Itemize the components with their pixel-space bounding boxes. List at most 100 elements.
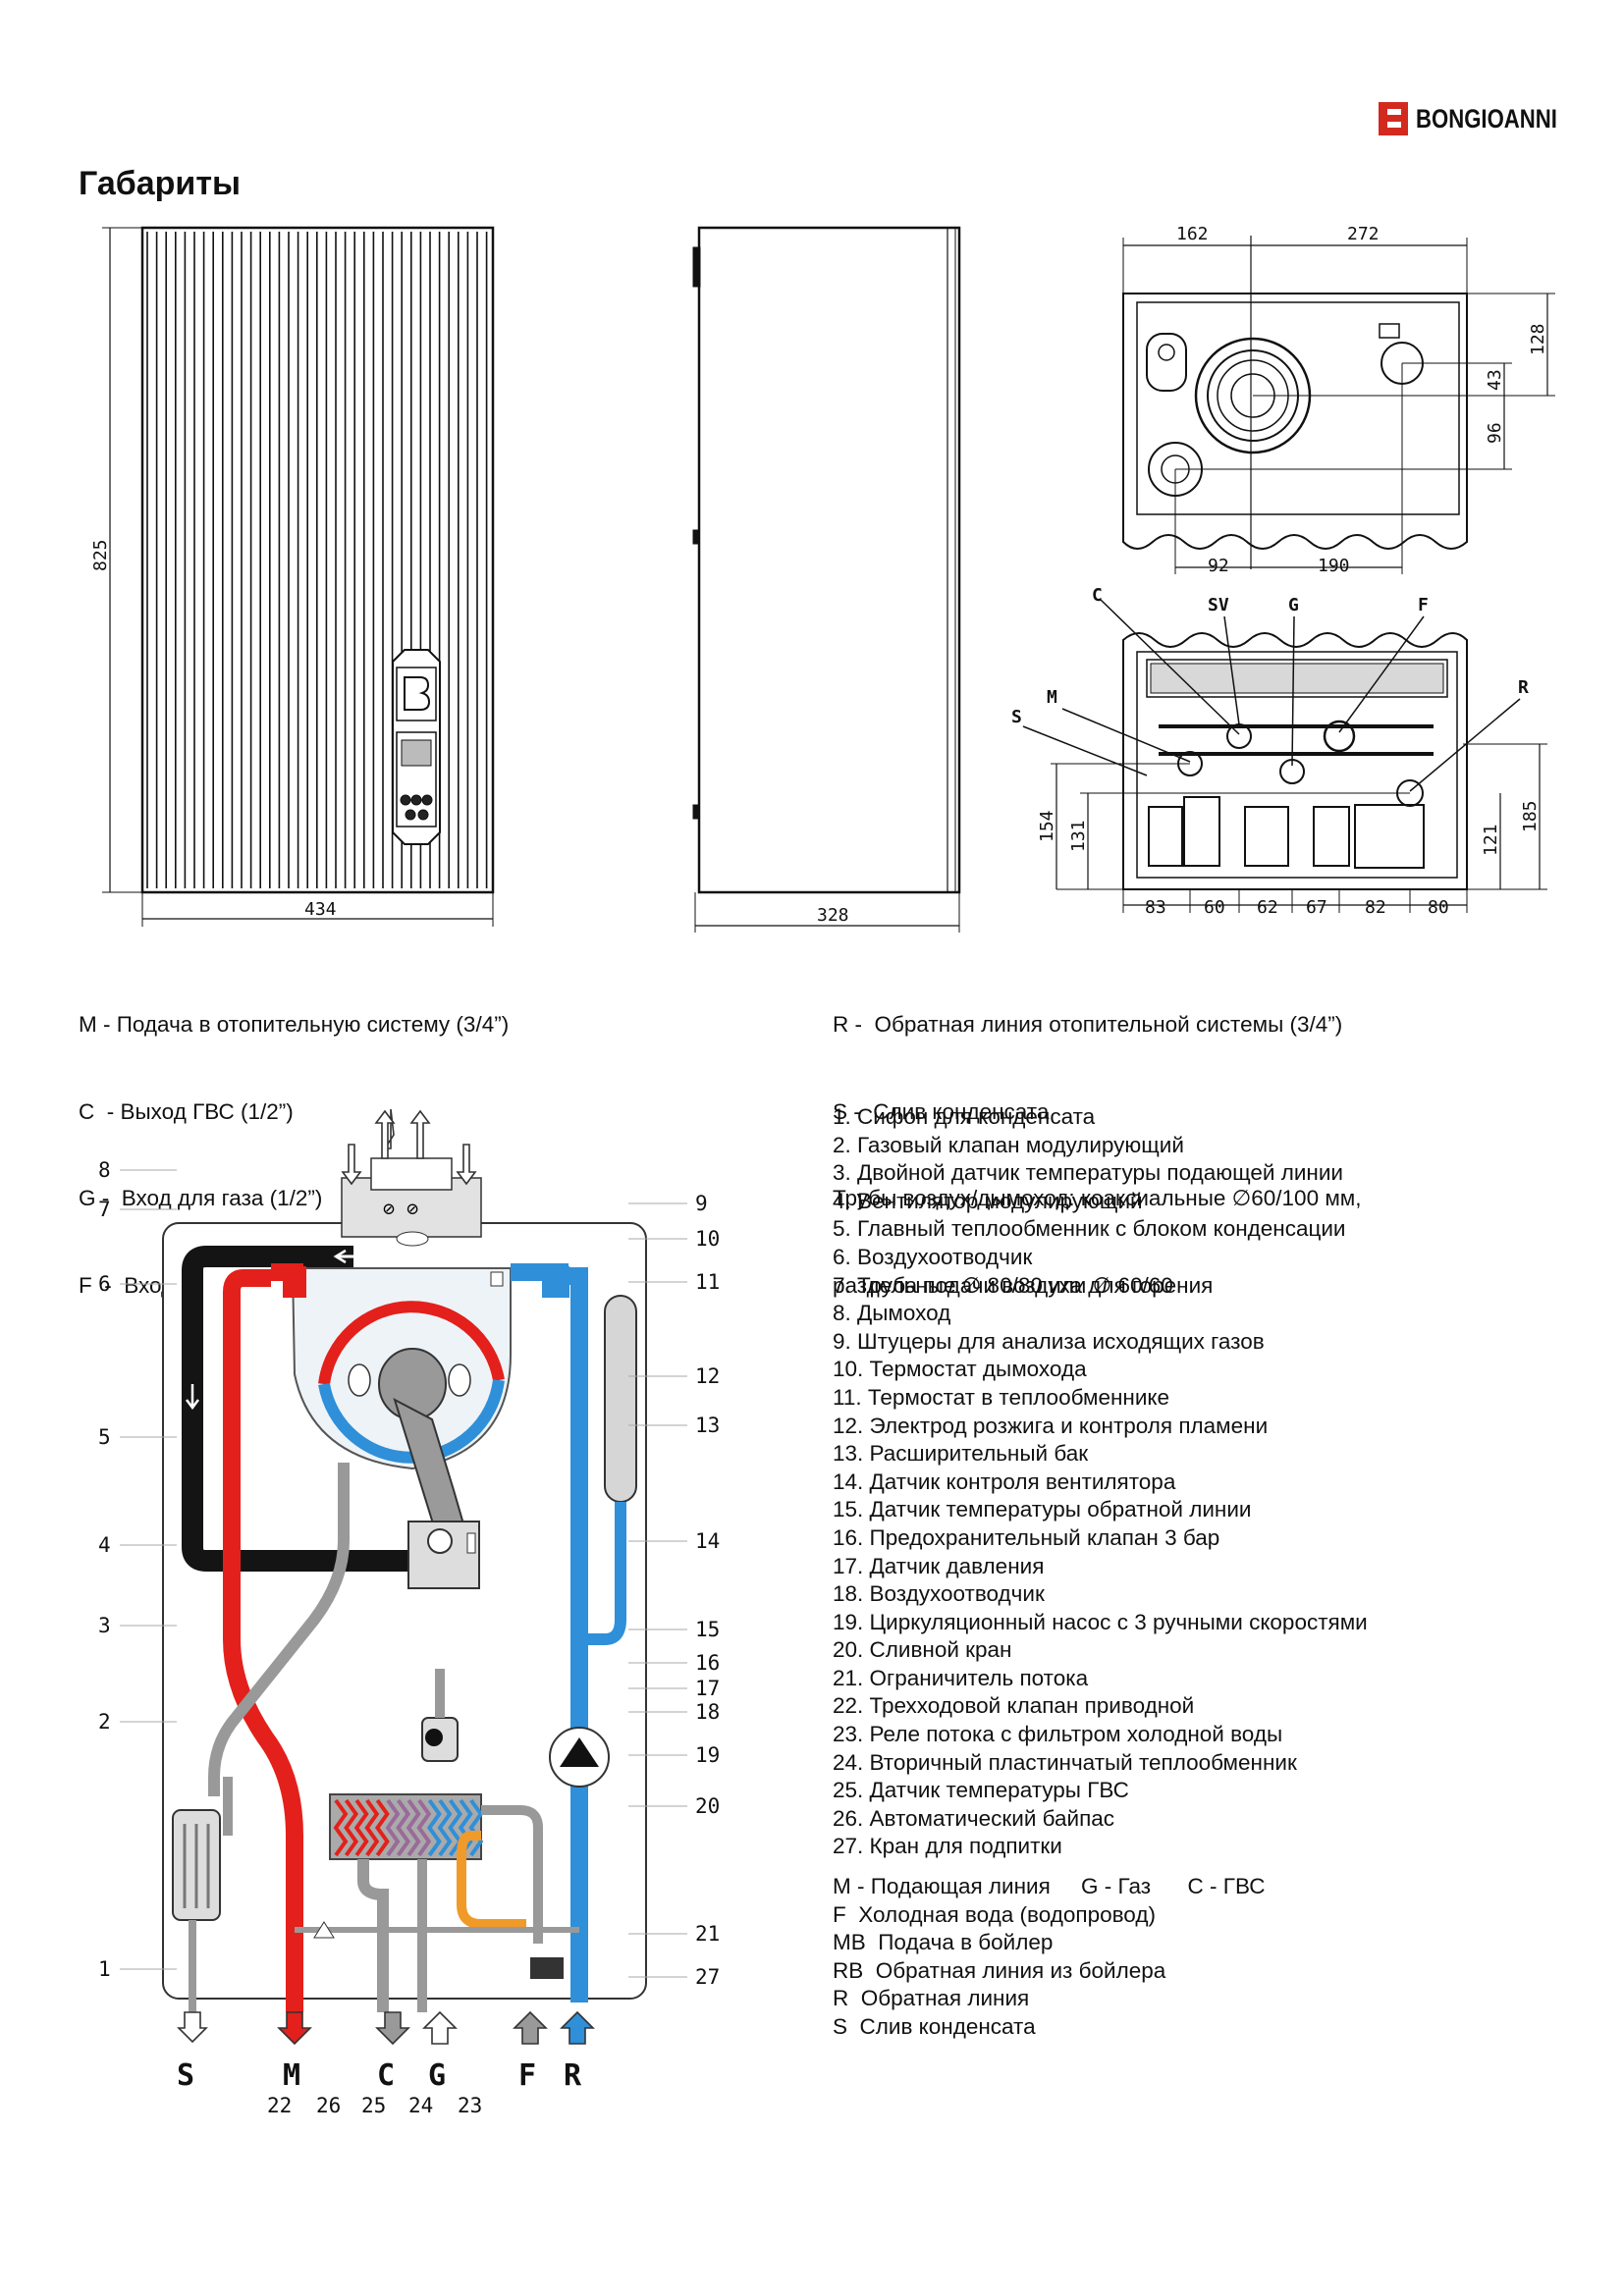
callout-number: 21 (695, 1922, 720, 1946)
lines-legend-item: MB Подача в бойлер (833, 1930, 1054, 1955)
dim-272: 272 (1347, 224, 1380, 244)
outlet-label: F (518, 2058, 536, 2093)
lines-legend-item: R Обратная линия (833, 1986, 1030, 2011)
callout-number: 27 (695, 1965, 720, 1989)
dim-spacing-4: 67 (1306, 897, 1327, 918)
conn-label-c: C (1092, 585, 1103, 606)
callout-number: 16 (695, 1651, 720, 1675)
dim-185: 185 (1520, 800, 1541, 832)
plate (353, 1798, 369, 1857)
dim-131: 131 (1068, 820, 1089, 852)
control-panel (392, 649, 441, 845)
hydraulic-diagram: ⊘ ⊘ (98, 1108, 720, 2117)
brand-name: BONGIOANNI (1416, 103, 1557, 133)
callout-number: 8 (98, 1158, 111, 1182)
part-item: 27. Кран для подпитки (833, 1834, 1062, 1859)
part-item: 19. Циркуляционный насос с 3 ручными ско… (833, 1609, 1368, 1634)
plate (396, 1798, 411, 1857)
part-item: 26. Автоматический байпас (833, 1805, 1115, 1831)
plate (437, 1798, 453, 1857)
dim-121: 121 (1481, 824, 1501, 856)
outlet-arrows (177, 2010, 595, 2046)
plate (374, 1798, 390, 1857)
callout-number: 10 (695, 1227, 720, 1251)
brand-logo: BONGIOANNI (1379, 102, 1589, 135)
side-view (692, 226, 961, 933)
part-item: 8. Дымоход (833, 1301, 951, 1326)
lines-legend-item: F Холодная вода (водопровод) (833, 1901, 1156, 1927)
part-item: 10. Термостат дымохода (833, 1357, 1087, 1382)
callout-number: 20 (695, 1794, 720, 1818)
part-item: 2. Газовый клапан модулирующий (833, 1132, 1184, 1157)
conn-label-sv: SV (1208, 595, 1229, 615)
conn-label-g: G (1288, 595, 1299, 615)
callout-number: 9 (695, 1192, 708, 1215)
dim-spacing-1: 83 (1145, 897, 1166, 918)
dim-depth: 328 (817, 905, 849, 926)
outlet-label: S (177, 2058, 194, 2093)
callout-number: 2 (98, 1710, 111, 1734)
part-item: 12. Электрод розжига и контроля пламени (833, 1413, 1269, 1438)
legend-line: G - Вход для газа (1/2”) (79, 1186, 323, 1210)
callout-number: 15 (695, 1618, 720, 1641)
plate (468, 1798, 484, 1857)
dim-43: 43 (1485, 369, 1505, 391)
callout-number: 19 (695, 1743, 720, 1767)
callout-number: 14 (695, 1529, 720, 1553)
callout-number: 7 (98, 1198, 111, 1221)
plate (333, 1798, 349, 1857)
parts-list: 1. Сифон для конденсата 2. Газовый клапан… (833, 1103, 1368, 1861)
callout-number: 17 (695, 1677, 720, 1700)
legend-line: S - Слив конденсата (833, 1098, 1050, 1124)
outlet-label: R (564, 2058, 582, 2093)
part-item: 16. Предохранительный клапан 3 бар (833, 1524, 1220, 1550)
legend-line: C - Выход ГВС (1/2”) (79, 1098, 294, 1124)
legend-line: R - Обратная линия отопительной системы … (833, 1012, 1343, 1037)
legend-line: раздельные ∅ 80/80 или ∅ 60/60 (833, 1272, 1173, 1298)
page-title: Габариты (79, 165, 242, 202)
dim-162: 162 (1176, 224, 1209, 244)
callout-number: 25 (361, 2094, 386, 2117)
part-item: 22. Трехходовой клапан приводной (833, 1693, 1195, 1719)
callout-number: 23 (458, 2094, 482, 2117)
logo-mark-icon (1379, 102, 1408, 135)
callout-number: 1 (98, 1957, 111, 1981)
conn-label-r: R (1518, 677, 1529, 698)
dim-spacing-2: 60 (1204, 897, 1225, 918)
part-item: 14. Датчик контроля вентилятора (833, 1468, 1176, 1494)
legend-line: M - Подача в отопительную систему (3/4”) (79, 1012, 510, 1037)
callout-number: 26 (316, 2094, 341, 2117)
svg-text:⊘ ⊘: ⊘ ⊘ (383, 1197, 418, 1220)
part-item: 15. Датчик температуры обратной линии (833, 1497, 1252, 1522)
plate (344, 1798, 359, 1857)
dim-width: 434 (304, 899, 337, 920)
part-item: 9. Штуцеры для анализа исходящих газов (833, 1328, 1265, 1354)
front-view (102, 226, 495, 927)
part-item: 1. Сифон для конденсата (833, 1104, 1096, 1129)
conn-label-m: M (1047, 687, 1057, 708)
part-item: 21. Ограничитель потока (833, 1665, 1089, 1690)
callout-number: 22 (267, 2094, 292, 2117)
callout-number: 24 (408, 2094, 433, 2117)
part-item: 18. Воздухоотводчик (833, 1581, 1045, 1607)
lines-legend-item: M - Подающая линия G - Газ C - ГВС (833, 1874, 1266, 1898)
dim-spacing-3: 62 (1257, 897, 1278, 918)
part-item: 3. Двойной датчик температуры подающей л… (833, 1160, 1343, 1186)
callout-number: 4 (98, 1533, 111, 1557)
lines-legend-item: RB Обратная линия из бойлера (833, 1957, 1166, 1983)
callout-number: 3 (98, 1614, 111, 1637)
part-item: 25. Датчик температуры ГВС (833, 1778, 1129, 1803)
lines-legend: M - Подающая линия G - Газ C - ГВС F Хол… (833, 1873, 1265, 2042)
plate (385, 1798, 401, 1857)
part-item: 20. Сливной кран (833, 1637, 1012, 1663)
connections-legend-right: R - Обратная линия отопительной системы … (833, 952, 1362, 1329)
dim-96: 96 (1485, 422, 1505, 444)
legend-line: Трубы воздух/дымоход: коаксиальные ∅60/1… (833, 1186, 1362, 1210)
plate (406, 1798, 421, 1857)
outlet-label: C (377, 2058, 395, 2093)
callout-number: 11 (695, 1270, 720, 1294)
callout-number: 5 (98, 1425, 111, 1449)
dim-190: 190 (1318, 556, 1350, 576)
lines-legend-item: S Слив конденсата (833, 2013, 1036, 2039)
plate (416, 1798, 432, 1857)
